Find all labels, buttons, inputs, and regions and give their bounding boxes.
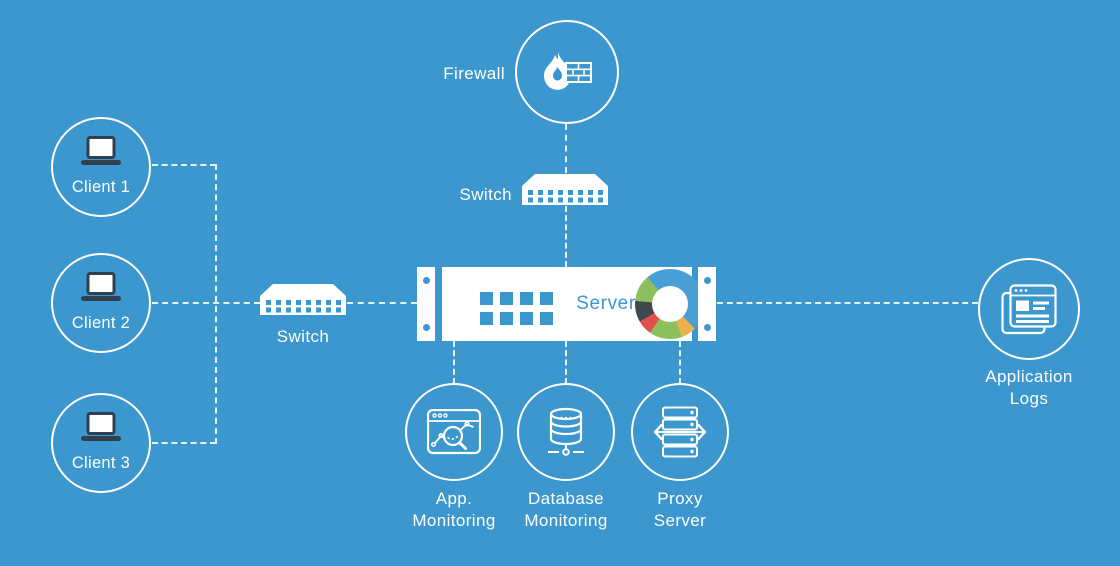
client3-label: Client 3 (71, 454, 131, 472)
server-node: Server (417, 267, 717, 341)
client1-label: Client 1 (71, 178, 131, 196)
database-monitoring-label: Database Monitoring (524, 489, 608, 530)
connection-client3-trunk (152, 442, 216, 444)
client3-node: Client 3 (51, 393, 151, 493)
network-switch-icon (522, 174, 608, 205)
connection-server-application-logs (717, 302, 978, 304)
switch-top-label: Switch (459, 185, 512, 204)
donut-logo (635, 269, 705, 339)
client2-node: Client 2 (51, 253, 151, 353)
connection-server-proxy (679, 341, 681, 384)
connection-client1-trunk (152, 164, 216, 166)
application-logs-node (978, 258, 1080, 360)
database-monitoring-node (517, 383, 615, 481)
connection-server-app-monitoring (453, 341, 455, 384)
rack-arrows-icon (654, 406, 706, 458)
stacked-log-pages-icon (1001, 283, 1057, 334)
connection-server-database-monitoring (565, 341, 567, 384)
firewall-label: Firewall (443, 64, 505, 83)
server-ports-icon (480, 292, 553, 325)
client2-label: Client 2 (71, 314, 131, 332)
connection-switch-server (565, 206, 567, 267)
donut-hole (652, 286, 688, 322)
server-label: Server (576, 293, 636, 314)
firewall-node (515, 20, 619, 124)
laptop-icon (81, 412, 121, 441)
app-monitoring-node (405, 383, 503, 481)
client1-node: Client 1 (51, 117, 151, 217)
connection-client-trunk (215, 164, 217, 444)
laptop-icon (81, 136, 121, 165)
server-rack-ear (417, 267, 435, 341)
browser-chart-magnifier-icon (427, 409, 481, 455)
proxy-server-node (631, 383, 729, 481)
laptop-icon (81, 272, 121, 301)
application-logs-label: Application Logs (985, 367, 1073, 408)
server-rack-body: Server (442, 267, 705, 341)
app-monitoring-label: App. Monitoring (412, 489, 496, 530)
switch-left-label: Switch (276, 327, 330, 346)
proxy-server-label: Proxy Server (653, 489, 707, 530)
flame-brick-wall-icon (544, 52, 592, 90)
server-rack-ear (698, 267, 716, 341)
database-stack-icon (548, 407, 584, 456)
network-switch-icon (260, 284, 346, 315)
connection-firewall-switch (565, 124, 567, 173)
connection-client2-leftswitch (152, 302, 260, 304)
connection-leftswitch-server (347, 302, 417, 304)
